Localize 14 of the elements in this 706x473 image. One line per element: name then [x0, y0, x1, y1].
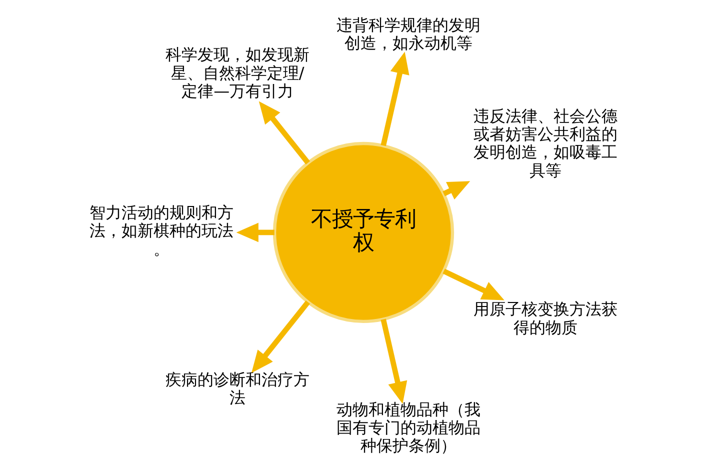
arrow: [442, 268, 504, 300]
node-text: 疾病的诊断和治疗方法: [165, 369, 310, 407]
node-text: 用原子核变换方法获得的物质: [472, 299, 617, 336]
node-text: 科学发现，如发现新星、自然科学定理/定律—万有引力: [165, 44, 310, 100]
arrow: [250, 300, 310, 372]
node-text: 智力活动的规则和方法，如新棋种的玩法。: [89, 202, 234, 258]
arrow: [258, 100, 310, 164]
node-text: 违背科学规律的发明创造，如永动机等: [336, 14, 480, 52]
arrow: [236, 222, 274, 242]
node-text: 动物和植物品种（我国有专门的动植物品种保护条例）: [336, 399, 480, 455]
arrow: [442, 180, 470, 199]
arrow: [380, 318, 407, 404]
node-text: 违反法律、社会公德或者妨害公共利益的发明创造，如吸毒工具等: [472, 106, 617, 180]
arrow: [380, 51, 409, 146]
